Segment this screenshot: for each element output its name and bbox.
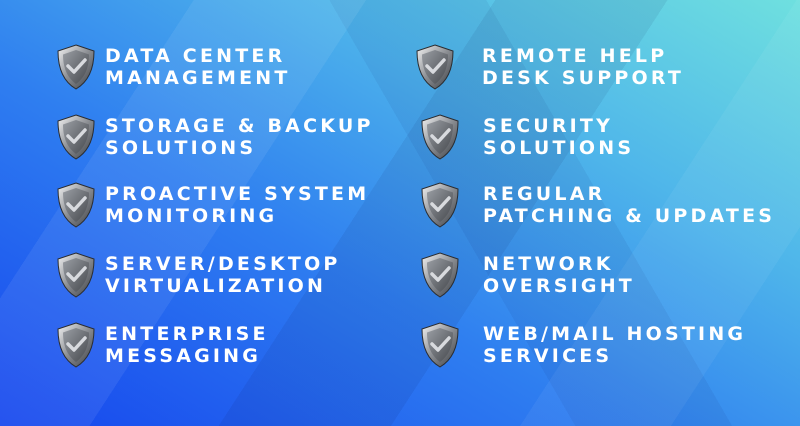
shield-check-icon: [416, 44, 454, 90]
shield-check-icon: [57, 114, 95, 160]
shield-check-icon: [57, 182, 95, 228]
service-line: MANAGEMENT: [105, 67, 291, 89]
shield-check-icon: [421, 322, 459, 368]
service-line: VIRTUALIZATION: [105, 275, 327, 297]
service-line: MONITORING: [105, 205, 278, 227]
service-line: SECURITY: [483, 115, 614, 137]
shield-check-icon: [57, 322, 95, 368]
service-line: MESSAGING: [105, 345, 262, 367]
shield-check-icon: [421, 182, 459, 228]
service-line: DATA CENTER: [105, 45, 286, 67]
service-line: WEB/MAIL HOSTING: [483, 323, 747, 345]
service-line: STORAGE & BACKUP: [105, 115, 374, 137]
service-line: PROACTIVE SYSTEM: [105, 183, 370, 205]
service-line: REGULAR: [483, 183, 606, 205]
shield-check-icon: [421, 252, 459, 298]
shield-check-icon: [421, 114, 459, 160]
service-line: PATCHING & UPDATES: [483, 205, 776, 227]
service-line: SERVICES: [483, 345, 613, 367]
service-line: SOLUTIONS: [105, 137, 257, 159]
service-line: ENTERPRISE: [105, 323, 269, 345]
service-line: REMOTE HELP: [482, 45, 668, 67]
service-line: SERVER/DESKTOP: [105, 253, 341, 275]
service-line: OVERSIGHT: [483, 275, 635, 297]
service-line: SOLUTIONS: [483, 137, 635, 159]
service-line: DESK SUPPORT: [482, 67, 685, 89]
shield-check-icon: [57, 252, 95, 298]
service-line: NETWORK: [483, 253, 614, 275]
shield-check-icon: [57, 44, 95, 90]
